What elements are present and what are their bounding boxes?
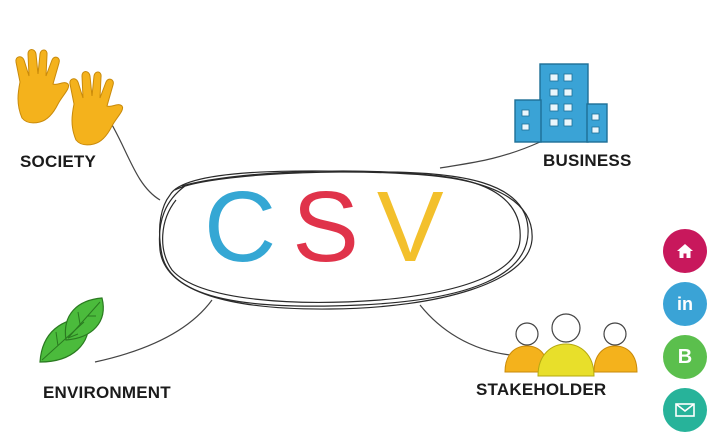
scribble-ellipse [158,170,533,310]
leaves-icon [39,297,104,363]
mail-icon [675,403,695,417]
blog-button[interactable]: B [663,335,707,379]
node-label-society: SOCIETY [20,152,97,171]
node-label-environment: ENVIRONMENT [43,383,171,402]
linkedin-icon: in [677,293,693,314]
connector-society [107,117,161,201]
hands-icon [15,49,124,146]
csv-diagram [15,49,638,377]
csv-letter-s: S [292,171,359,283]
people-icon [504,313,638,377]
csv-letter-c: C [204,171,277,283]
csv-letter-v: V [376,171,444,283]
connector-environment [94,299,213,363]
connector-stakeholder [419,304,511,356]
home-icon [677,244,693,258]
blog-icon: B [677,345,693,368]
building-icon [514,63,608,143]
home-button[interactable] [663,229,707,273]
node-label-stakeholder: STAKEHOLDER [476,380,607,399]
linkedin-button[interactable]: in [663,282,707,326]
connector-business [439,141,541,169]
mail-button[interactable] [663,388,707,432]
node-label-business: BUSINESS [543,151,632,170]
